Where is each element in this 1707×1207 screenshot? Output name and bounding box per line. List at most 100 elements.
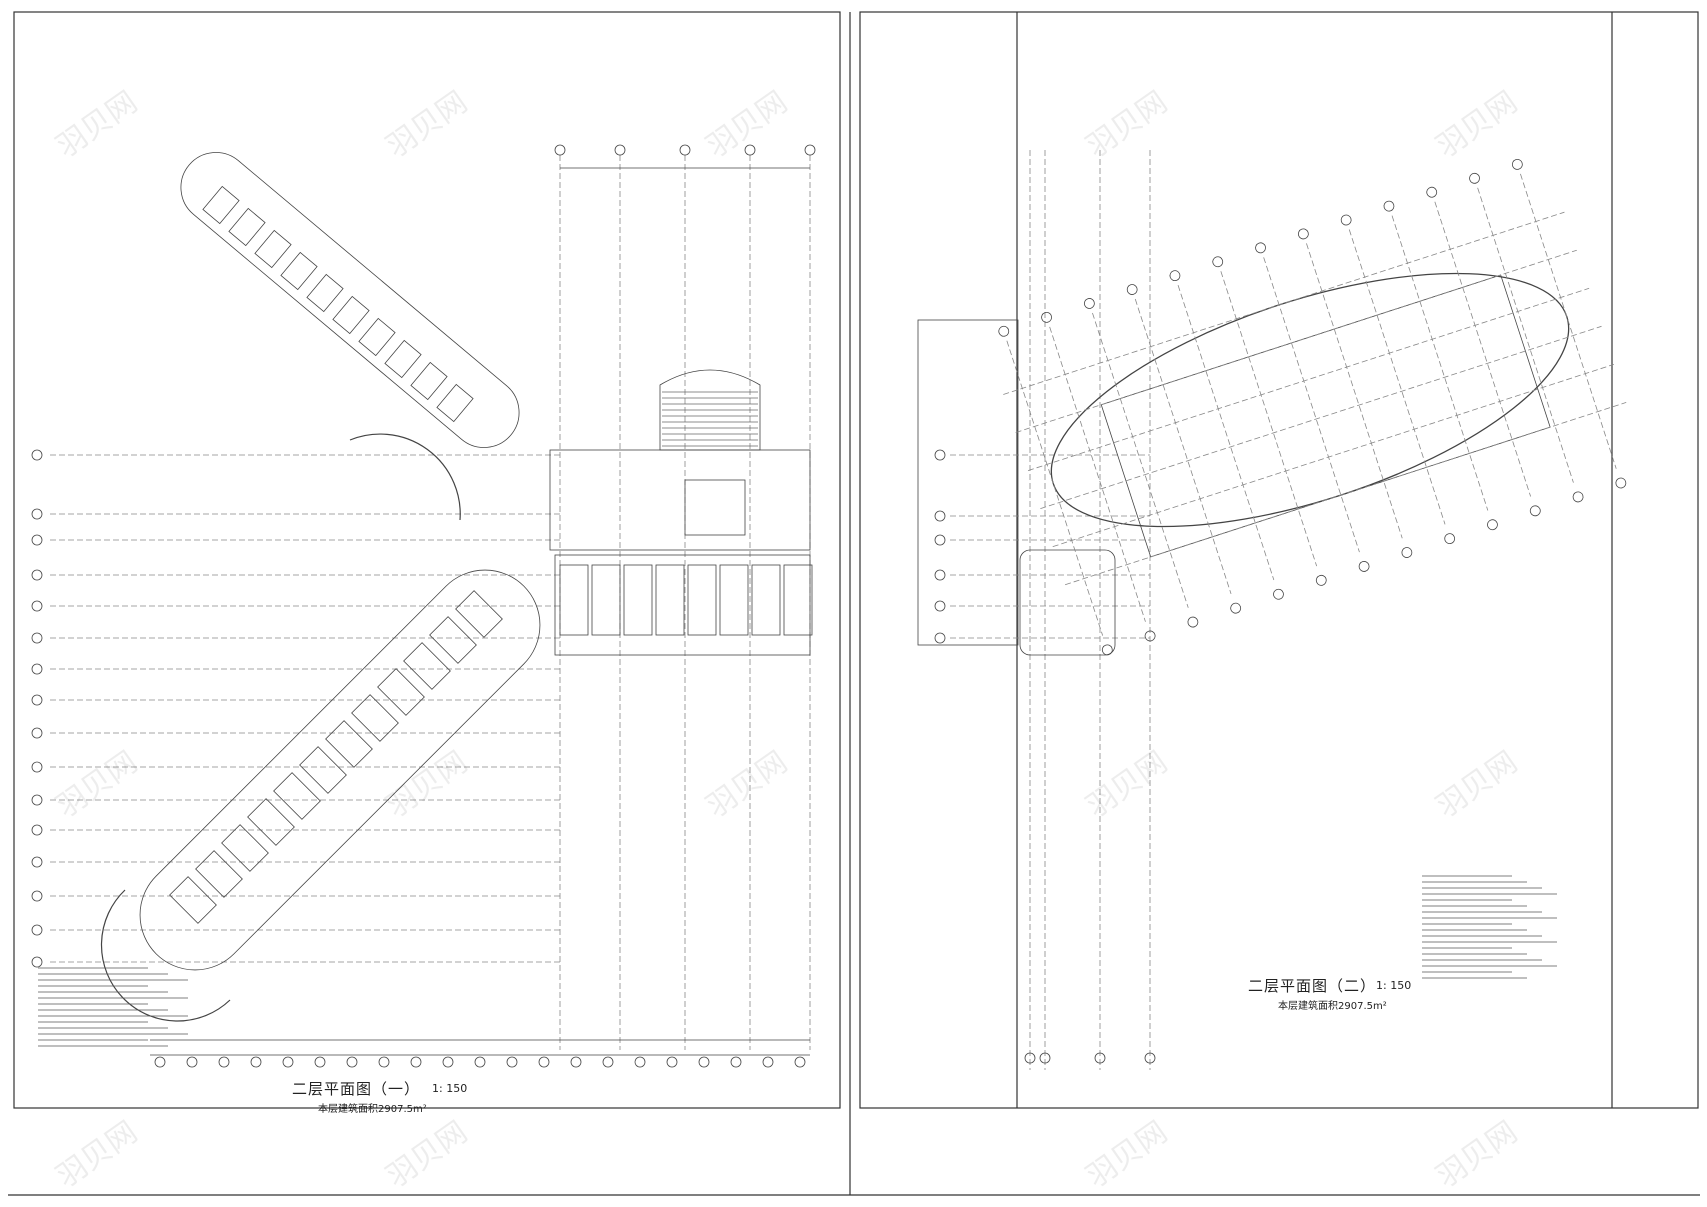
room	[358, 317, 396, 357]
sheet-1-scale: 1: 150	[432, 1082, 468, 1095]
grid-bubble	[614, 144, 626, 156]
grid-bubble	[31, 956, 43, 968]
grid-bubble	[346, 1056, 358, 1068]
grid-bubble	[934, 534, 946, 546]
room	[783, 564, 813, 636]
room	[195, 850, 243, 898]
room	[306, 273, 344, 313]
room	[623, 564, 653, 636]
grid-bubble	[744, 144, 756, 156]
grid-bubble	[679, 144, 691, 156]
grid-bubble	[154, 1056, 166, 1068]
room	[377, 668, 425, 716]
sheet-1-area: 本层建筑面积2907.5m²	[318, 1104, 427, 1115]
grid-bubble	[934, 449, 946, 461]
grid-bubble	[31, 924, 43, 936]
grid-line-rot	[1477, 187, 1574, 483]
room	[751, 564, 781, 636]
grid-bubble	[1383, 200, 1395, 212]
room	[332, 295, 370, 335]
room	[559, 564, 589, 636]
grid-bubble	[31, 794, 43, 806]
sheet-1-title: 二层平面图（一）	[292, 1080, 421, 1098]
grid-bubble	[31, 694, 43, 706]
grid-bubble	[1024, 1052, 1036, 1064]
grid-bubble	[1230, 602, 1242, 614]
grid-bubble	[1273, 588, 1284, 600]
room	[455, 590, 503, 638]
south-west-wing	[139, 569, 541, 971]
grid-bubble	[998, 325, 1010, 337]
grid-bubble	[31, 856, 43, 868]
grid-bubble	[1401, 547, 1413, 558]
sheet-2-area: 本层建筑面积2907.5m²	[1278, 1001, 1387, 1012]
grid-line-rot	[1434, 201, 1532, 497]
grid-bubble	[1101, 644, 1113, 656]
sheet-frames	[8, 11, 1700, 1196]
grid-bubble	[730, 1056, 742, 1068]
grid-bubble	[538, 1056, 550, 1068]
grid-bubble	[804, 144, 816, 156]
room	[202, 185, 240, 225]
grid-bubble	[1126, 284, 1138, 295]
room	[384, 339, 422, 379]
stair-block	[1019, 549, 1116, 656]
room	[436, 383, 474, 423]
grid-bubble	[1212, 256, 1224, 268]
grid-bubble	[1083, 298, 1095, 309]
grid-bubble	[506, 1056, 518, 1068]
grid-bubble	[698, 1056, 710, 1068]
grid-line-rot	[1092, 312, 1189, 608]
grid-bubble	[762, 1056, 774, 1068]
grid-line-rot	[1015, 249, 1577, 433]
sheet-2-frame	[859, 11, 1699, 1109]
grid-line-rot	[1027, 287, 1590, 471]
grid-line-rot	[1134, 298, 1232, 595]
grid-bubble	[1144, 630, 1156, 642]
arc-wall	[349, 433, 461, 521]
grid-bubble	[1187, 616, 1199, 628]
grid-line-rot	[1064, 402, 1627, 586]
grid-bubble	[31, 449, 43, 461]
grid-bubble	[554, 144, 566, 156]
grid-bubble	[1572, 491, 1584, 503]
grid-bubble	[31, 663, 43, 675]
grid-bubble	[1426, 186, 1438, 198]
grid-bubble	[1529, 505, 1541, 517]
grid-bubble	[934, 600, 946, 612]
grid-bubble	[31, 508, 43, 520]
grid-line-rot	[1049, 326, 1146, 622]
grid-line-rot	[1520, 173, 1617, 469]
grid-bubble	[1358, 561, 1370, 572]
grid-bubble	[410, 1056, 422, 1068]
grid-bubble	[474, 1056, 486, 1068]
grid-bubble	[602, 1056, 614, 1068]
grid-line-rot	[1306, 243, 1403, 539]
east-corridor-block	[554, 554, 811, 656]
grid-bubble	[1169, 270, 1181, 282]
grid-bubble	[1615, 477, 1627, 489]
grid-line-rot	[1177, 285, 1275, 581]
grid-bubble	[1041, 311, 1052, 323]
room	[719, 564, 749, 636]
grid-bubble	[1315, 574, 1327, 586]
grid-line-rot	[1006, 340, 1104, 636]
grid-bubble	[1444, 533, 1456, 545]
grid-line-rot	[1052, 363, 1614, 548]
room	[403, 642, 451, 690]
central-hall	[549, 449, 811, 551]
grid-bubble	[666, 1056, 678, 1068]
room	[228, 207, 266, 247]
room	[351, 694, 399, 742]
grid-line-rot	[1003, 211, 1565, 395]
grid-bubble	[1511, 158, 1523, 170]
room	[325, 720, 373, 768]
room	[169, 876, 217, 924]
grid-bubble	[31, 761, 43, 773]
room	[655, 564, 685, 636]
grid-bubble	[1487, 519, 1498, 531]
grid-bubble	[31, 890, 43, 902]
floor-plan-sheet-2	[917, 150, 1627, 1070]
room	[410, 361, 448, 401]
